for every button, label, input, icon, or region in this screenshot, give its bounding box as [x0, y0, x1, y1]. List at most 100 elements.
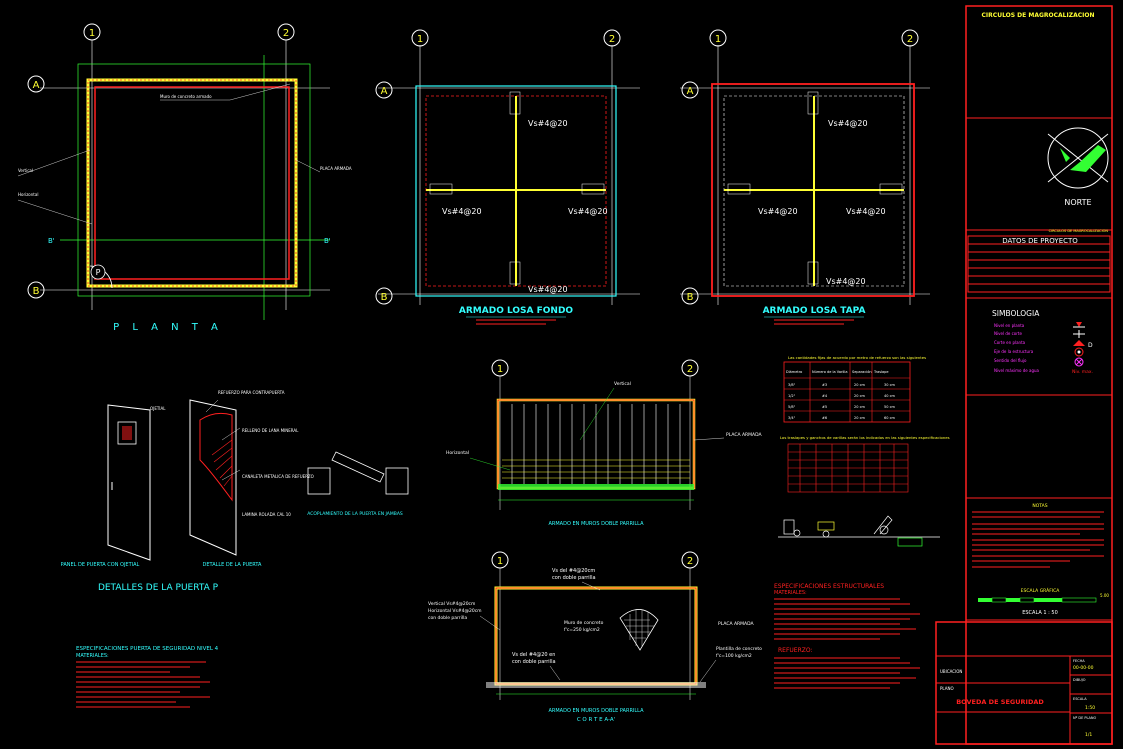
table2-grid [787, 443, 909, 493]
wall-elev-vertical-bars [511, 404, 681, 484]
slab-bottom-view: Vs#4@20 Vs#4@20 Vs#4@20 Vs#4@20 1 2 A B … [375, 29, 640, 325]
axis-icon [1074, 347, 1084, 357]
scale-title: ESCALA GRÁFICA [1021, 587, 1061, 594]
table1-cell-3-1: #6 [822, 416, 827, 420]
slab-bottom-axis-1: 1 [411, 29, 429, 47]
box-plano: PLANO [940, 686, 954, 691]
slab-top-rebar-3: Vs#4@20 [846, 207, 886, 216]
door-note-b: OJETIAL [150, 406, 166, 411]
table1-cell-3-0: 3/4" [788, 416, 796, 420]
svg-text:A: A [381, 86, 388, 97]
svg-text:B: B [33, 286, 40, 297]
slab-bottom-rebar-1: Vs#4@20 [528, 119, 568, 128]
plan-section-mark-left: B' [48, 237, 55, 245]
scale-box-value: 1:50 [1085, 705, 1095, 711]
plan-axis-bubble-b: B [27, 281, 45, 299]
door-note-a: REFUERZO PARA CONTRAPUERTA [218, 390, 285, 395]
svg-text:A: A [33, 80, 40, 91]
svg-text:2: 2 [687, 556, 693, 567]
plan-note-left-2: Horizontal [18, 192, 38, 197]
door-detail-label: DETALLE DE LA PUERTA [203, 562, 263, 568]
struct-spec-sub: MATERIALES: [774, 590, 807, 596]
north-label: NORTE [1064, 198, 1091, 207]
door-note-c: RELLENO DE LANA MINERAL [242, 428, 299, 433]
wall-sec-mid-label-1: Muro de concreto [564, 620, 604, 626]
hinge-label: ACOPLAMIENTO DE LA PUERTA EN JAMBAS [307, 511, 403, 517]
slab-bottom-rebar-2: Vs#4@20 [442, 207, 482, 216]
slab-bottom-rebar-3: Vs#4@20 [568, 207, 608, 216]
wall-elevation: 1 2 Vertical Horizontal PLACA ARMADA ARM… [446, 359, 763, 527]
svg-text:2: 2 [907, 34, 913, 45]
table1-header-1: Diámetro [786, 370, 802, 374]
box-ubicacion: UBICACION [940, 669, 962, 674]
door-note-e: LAMINA ROLADA CAL 10 [242, 512, 291, 517]
door-spec-sub: MATERIALES: [76, 653, 109, 659]
wall-sec-bottom-label-2: con doble parrilla [512, 659, 556, 665]
svg-text:B: B [381, 292, 388, 303]
table1-cell-1-3: 40 cm [884, 394, 895, 398]
flow-direction-icon [1074, 357, 1084, 367]
slab-bottom-rebar-4: Vs#4@20 [528, 285, 568, 294]
hook-details [778, 515, 940, 547]
symbology-item-6: Nivel máximo de agua [994, 368, 1040, 373]
date-value: 00-00-00 [1073, 665, 1094, 671]
wall-sec-right-label-2: Plantilla de concreto [716, 646, 762, 652]
table1-cell-1-0: 1/2" [788, 394, 796, 398]
table1-cell-0-1: #3 [822, 383, 827, 387]
svg-text:1: 1 [497, 556, 503, 567]
slab-top-view: Vs#4@20 Vs#4@20 Vs#4@20 Vs#4@20 1 2 A B … [680, 29, 930, 325]
notes-title: NOTAS [1032, 503, 1047, 509]
struct-spec-text-lines [774, 598, 920, 640]
slab-top-axis-2: 2 [901, 29, 919, 47]
slab-bottom-axis-b: B [375, 287, 393, 305]
symbology-item-4: Eje de la estructura [994, 349, 1034, 354]
wall-sec-left-label-3: con doble parrilla [428, 615, 467, 621]
table1-cell-2-1: #5 [822, 405, 827, 409]
drawing-title: BOVEDA DE SEGURIDAD [956, 698, 1044, 706]
table1-cell-3-3: 60 cm [884, 416, 895, 420]
svg-text:2: 2 [609, 34, 615, 45]
scale-box-label: ESCALA [1073, 697, 1087, 701]
section-cut-icon: D [1073, 340, 1093, 349]
struct-spec-refuerzo: REFUERZO: [778, 647, 813, 654]
table-note-2: Los traslapes y ganchos de varillas será… [780, 435, 950, 440]
plan-axis-bubble-2: 2 [277, 23, 295, 41]
table1-header-3: Separación [852, 370, 872, 374]
drawn-label: DIBUJO [1073, 678, 1086, 682]
graphic-scale [978, 597, 1097, 603]
wall-sec-left-label-2: Horizontal Vs#4@20cm [428, 608, 482, 614]
sheet-value: 1/1 [1085, 732, 1092, 738]
slab-top-axis-1: 1 [709, 29, 727, 47]
date-label: FECHA [1073, 659, 1085, 663]
table1-cell-1-2: 20 cm [854, 394, 865, 398]
wall-sec-subtitle: C O R T E A-A' [577, 717, 615, 723]
plan-axis-bubble-1: 1 [83, 23, 101, 41]
symbology-title: SIMBOLOGIA [992, 309, 1040, 318]
title-block: CIRCULOS DE MAGROCALIZACION NORTE CIRCUL… [935, 5, 1113, 745]
wall-elev-horizontal-bars [502, 459, 690, 479]
slab-top-axis-a: A [681, 81, 699, 99]
wall-sec-right-label-1: PLACA ARMADA [718, 621, 755, 627]
svg-text:1: 1 [497, 364, 503, 375]
symbol-level-max: Niv. max. [1072, 369, 1093, 375]
table1-cell-2-0: 5/8" [788, 405, 796, 409]
level-cut-icon [1073, 330, 1085, 338]
wall-sec-mid-label-2: f'c=250 kg/cm2 [564, 627, 600, 633]
door-details: REFUERZO PARA CONTRAPUERTA OJETIAL RELLE… [61, 390, 409, 593]
scale-label: ESCALA 1 : 50 [1022, 610, 1058, 616]
specs-area: ESPECIFICACIONES PUERTA DE SEGURIDAD NIV… [76, 583, 920, 708]
wall-sec-top-label-1: Vs del #4@20cm [552, 568, 595, 574]
svg-text:B: B [687, 292, 694, 303]
plan-view: P 1 2 A B B' B' Muro de concreto armado … [17, 23, 352, 333]
symbology-item-1: Nivel en planta [994, 323, 1025, 328]
door-panel-label: PANEL DE PUERTA CON OJETIAL [61, 562, 140, 568]
table1-cell-2-2: 20 cm [854, 405, 865, 409]
plan-section-mark-right: B' [324, 237, 331, 245]
table1-cell-1-1: #4 [822, 394, 828, 398]
symbology-item-3: Corte en planta [994, 340, 1026, 345]
table1-header-4: Traslape [873, 370, 889, 374]
table1-header-2: Número de la Varilla [812, 370, 848, 374]
project-data-title: DATOS DE PROYECTO [1002, 237, 1078, 245]
small-caption: CIRCULOS DE MAGROCALIZACION [1049, 229, 1109, 233]
north-arrow-icon: NORTE [1047, 127, 1109, 207]
